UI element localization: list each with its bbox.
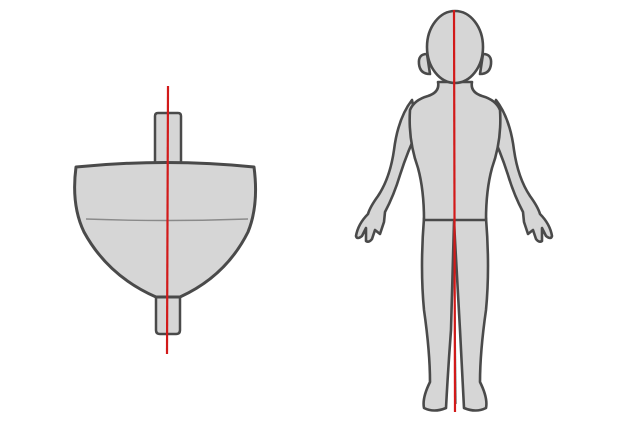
legs bbox=[420, 216, 490, 412]
spinning-top-icon bbox=[73, 111, 258, 336]
body-center-axis bbox=[452, 9, 457, 413]
top-center-axis bbox=[165, 85, 170, 355]
left-arm bbox=[354, 98, 420, 243]
right-arm bbox=[488, 98, 554, 243]
top-body bbox=[73, 161, 258, 299]
